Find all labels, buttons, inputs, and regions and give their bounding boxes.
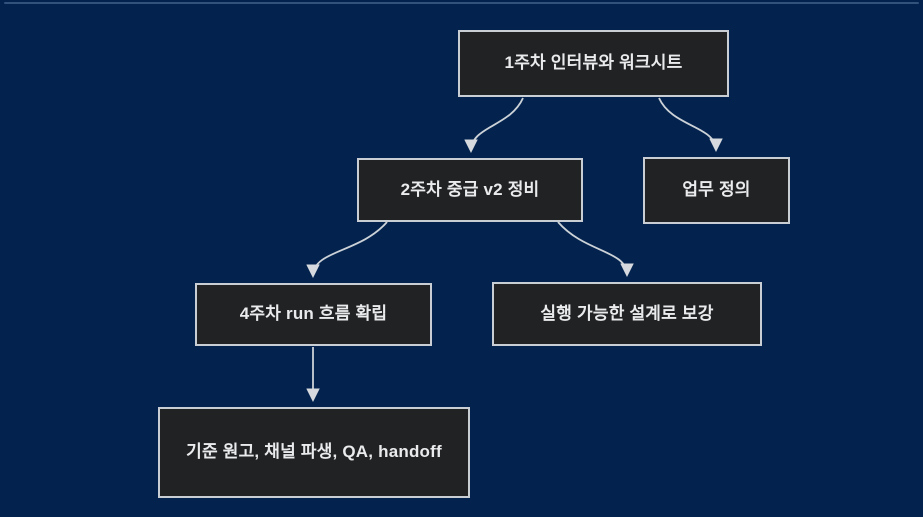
top-edge-highlight — [4, 2, 919, 4]
node-label: 기준 원고, 채널 파생, QA, handoff — [186, 442, 442, 462]
node-label: 2주차 중급 v2 정비 — [400, 179, 540, 199]
node-week2-v2-refinement: 2주차 중급 v2 정비 — [357, 158, 583, 222]
node-week1-interviews-worksheet: 1주차 인터뷰와 워크시트 — [458, 30, 729, 97]
node-week4-run-flow: 4주차 run 흐름 확립 — [195, 283, 432, 346]
node-deliverables-handoff: 기준 원고, 채널 파생, QA, handoff — [158, 407, 470, 498]
node-task-definition: 업무 정의 — [643, 157, 790, 224]
node-label: 1주차 인터뷰와 워크시트 — [504, 53, 683, 73]
node-label: 4주차 run 흐름 확립 — [239, 304, 388, 324]
node-label: 업무 정의 — [682, 180, 751, 200]
edge-week2-design — [557, 221, 634, 278]
edge-week1-week2 — [464, 97, 524, 154]
edge-week2-week4 — [306, 221, 388, 279]
edge-week1-task-def — [658, 97, 723, 153]
node-executable-design-reinforce: 실행 가능한 설계로 보강 — [492, 282, 762, 346]
node-label: 실행 가능한 설계로 보강 — [540, 303, 714, 323]
